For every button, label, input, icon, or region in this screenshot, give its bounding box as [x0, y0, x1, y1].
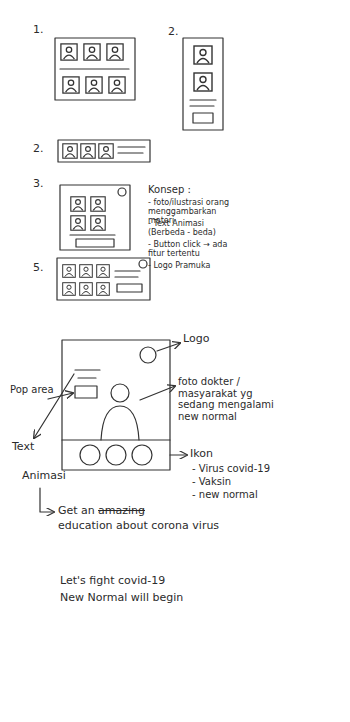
annotation: Logo [183, 333, 209, 346]
screen-frame [57, 258, 150, 300]
leader-arrow [40, 488, 54, 512]
concept-item: - Text Animasi (Berbeda - beda) [148, 219, 243, 237]
image-placeholder [91, 197, 105, 211]
button-rect [76, 239, 114, 247]
leader-arrow [140, 386, 175, 400]
person-body [101, 406, 139, 440]
image-placeholder [63, 77, 79, 93]
image-placeholder [91, 216, 105, 230]
logo-circle [118, 188, 126, 196]
person-head [111, 384, 129, 402]
text-line [78, 377, 96, 378]
wireframe-1 [55, 38, 135, 100]
text-line [115, 276, 138, 277]
wireframe-detail [62, 340, 170, 470]
note-text: amazing [98, 505, 145, 518]
band-line [62, 439, 170, 440]
sketch-number: 2. [168, 26, 179, 39]
annotation: Pop area [10, 384, 55, 396]
text-line [115, 270, 140, 271]
leader-arrow [157, 343, 180, 351]
image-placeholder [63, 144, 77, 158]
sketch-number: 5. [33, 262, 44, 275]
note-text: education about corona virus [58, 520, 258, 533]
leader-lines [34, 343, 187, 512]
wireframe-3 [60, 185, 130, 250]
text-line [118, 146, 145, 147]
image-placeholder [194, 46, 212, 64]
annotation: Animasi [22, 470, 66, 483]
sketch-number: 2. [33, 143, 44, 156]
annotation: Text [12, 441, 34, 454]
note-text: Let's fight covid-19 [60, 575, 260, 588]
logo-circle [140, 347, 156, 363]
image-placeholder [63, 283, 76, 296]
image-placeholder [80, 283, 93, 296]
icon-item: - Virus covid-19 [192, 463, 312, 475]
text-line [75, 369, 100, 370]
image-placeholder [84, 44, 100, 60]
image-placeholder [61, 44, 77, 60]
image-placeholder [194, 73, 212, 91]
image-placeholder [71, 197, 85, 211]
screen-frame [60, 185, 130, 250]
concept-heading: Konsep : [148, 184, 248, 196]
screen-frame [62, 340, 170, 470]
image-placeholder [81, 144, 95, 158]
sketch-number: 1. [33, 24, 44, 37]
button-rect [193, 113, 213, 123]
sketch-number: 3. [33, 178, 44, 191]
button-rect [117, 284, 142, 292]
annotation: foto dokter / masyarakat yg sedang menga… [178, 376, 290, 422]
image-placeholder [63, 265, 76, 278]
wireframe-2-tall [183, 38, 223, 130]
image-placeholder [97, 283, 110, 296]
screen-frame [58, 140, 150, 162]
screen-frame [183, 38, 223, 130]
text-line [118, 152, 143, 153]
screen-frame [55, 38, 135, 100]
image-placeholder [97, 265, 110, 278]
leader-arrow [34, 374, 74, 438]
image-placeholder [109, 77, 125, 93]
image-placeholder [99, 144, 113, 158]
image-placeholder [107, 44, 123, 60]
text-line [70, 234, 115, 235]
wireframe-2-wide [58, 140, 150, 162]
pop-rect [75, 386, 97, 398]
annotation: Ikon [190, 448, 213, 461]
text-line [190, 99, 216, 100]
text-line [190, 105, 214, 106]
icon-item: - Vaksin [192, 476, 312, 488]
icon-circle [80, 445, 100, 465]
logo-circle [139, 260, 147, 268]
icon-circle [132, 445, 152, 465]
wireframe-5 [57, 258, 150, 300]
note-text: New Normal will begin [60, 592, 260, 605]
concept-item: - Logo Pramuka [148, 261, 243, 270]
leader-arrow [170, 454, 187, 455]
note-text: Get an [58, 505, 95, 518]
icon-circle [106, 445, 126, 465]
image-placeholder [71, 216, 85, 230]
divider-line [60, 68, 129, 69]
image-placeholder [86, 77, 102, 93]
concept-item: - Button click → ada fitur tertentu [148, 240, 243, 258]
icon-item: - new normal [192, 489, 312, 501]
image-placeholder [80, 265, 93, 278]
